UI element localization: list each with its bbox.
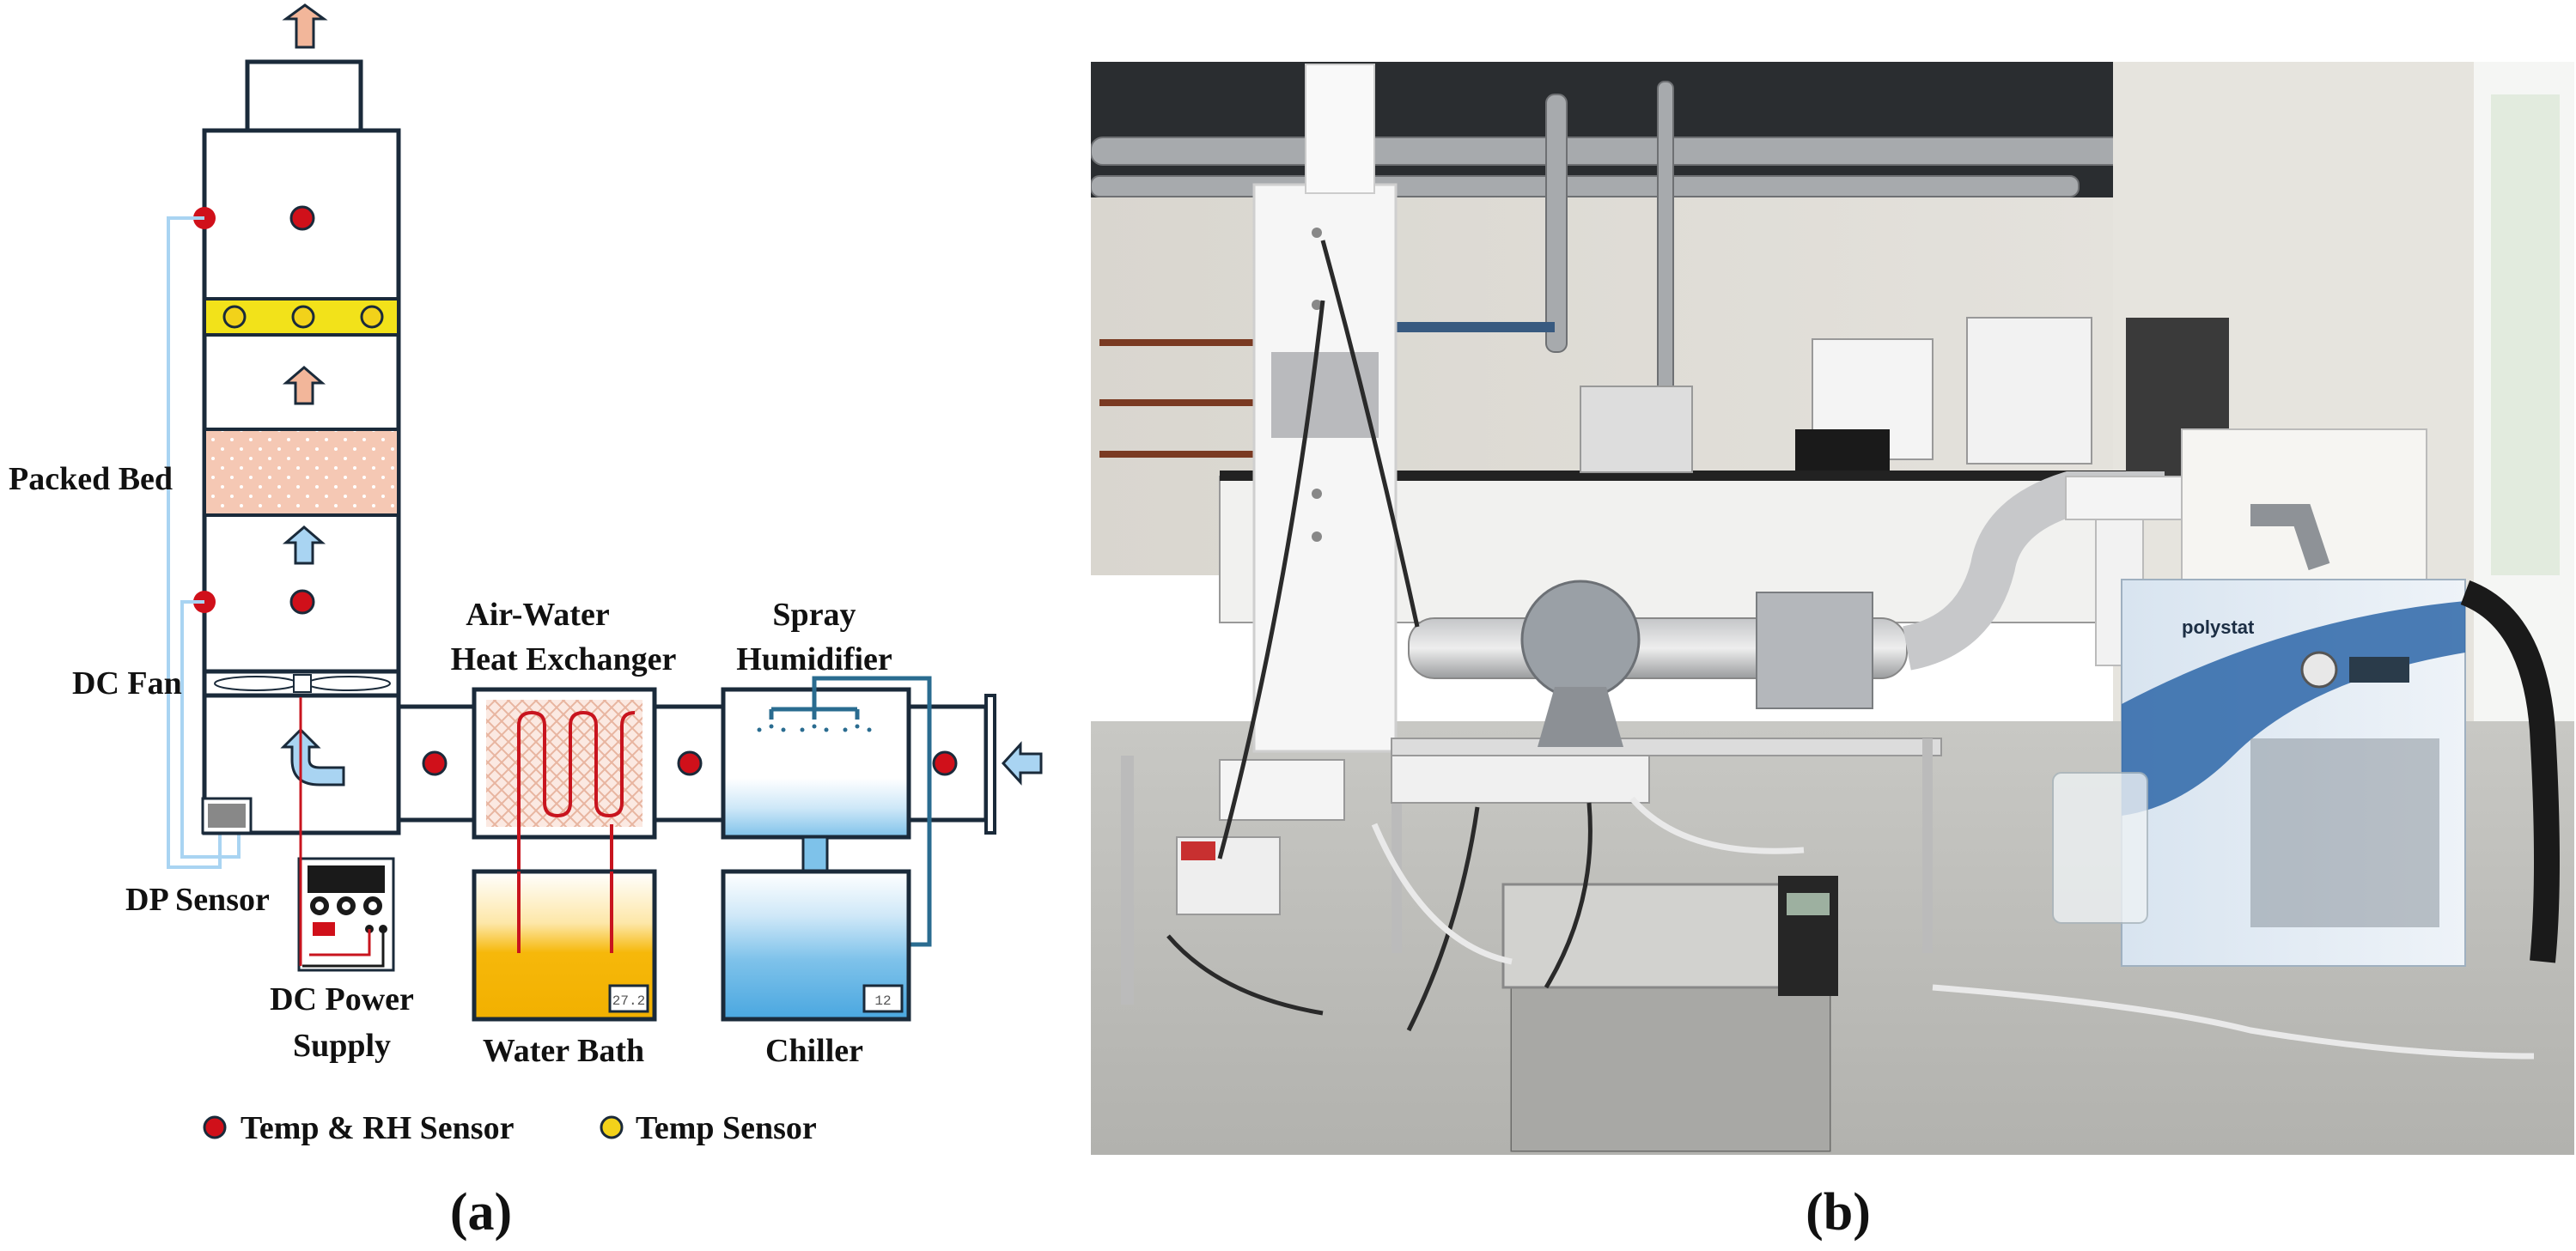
- label-packed-bed: Packed Bed: [9, 461, 173, 497]
- water-bath-display: 27.2: [612, 993, 645, 1009]
- caption-b: (b): [1806, 1183, 1871, 1242]
- chiller-display: 12: [874, 993, 891, 1009]
- tower-cap: [245, 59, 363, 133]
- packed-bed: [203, 428, 400, 517]
- dp-sensor: [201, 797, 253, 835]
- label-spray-line2: Humidifier: [736, 641, 892, 677]
- spray-nozzle-icon: [757, 724, 872, 732]
- label-dp-sensor: DP Sensor: [125, 882, 270, 918]
- power-wires: [299, 697, 385, 968]
- dp-sensor-tubing: [167, 216, 241, 869]
- dc-fan: [202, 669, 401, 698]
- panel-a: 27.2 12: [9, 3, 1043, 1242]
- flow-turn-arrow-icon: [280, 727, 345, 786]
- dc-power-supply: [297, 857, 395, 972]
- label-dc-power-line1: DC Power: [270, 981, 414, 1017]
- spray-drain-pipe: [801, 835, 829, 873]
- legend-temp-label: Temp Sensor: [636, 1110, 817, 1146]
- legend-temp-marker: [600, 1115, 624, 1139]
- label-dc-power-line2: Supply: [293, 1028, 391, 1064]
- label-hx-line2: Heat Exchanger: [451, 641, 677, 677]
- legend-temp-rh-marker: [203, 1115, 227, 1139]
- temp-sensors-row: [222, 305, 384, 329]
- panel-b-photo: polystat: [1091, 62, 2574, 1242]
- spray-humidifier: [721, 676, 932, 947]
- label-hx-line1: Air-Water: [466, 597, 610, 633]
- legend-temp-rh-label: Temp & RH Sensor: [241, 1110, 515, 1146]
- flow-arrow-up-blue-icon: [282, 525, 326, 565]
- inlet-arrow-icon: [1001, 741, 1043, 786]
- label-dc-fan: DC Fan: [72, 665, 182, 701]
- inlet-flange: [984, 694, 996, 835]
- exhaust-arrow-icon: [282, 3, 328, 49]
- label-water-bath: Water Bath: [483, 1033, 644, 1069]
- label-spray-line1: Spray: [772, 597, 856, 633]
- caption-a: (a): [450, 1183, 512, 1242]
- air-water-heat-exchanger: [472, 687, 657, 953]
- flow-arrow-up-icon: [282, 366, 326, 405]
- photo-chiller-brand: polystat: [2182, 616, 2255, 638]
- water-bath: 27.2: [472, 869, 657, 1022]
- chiller-tank: 12: [721, 869, 911, 1022]
- label-chiller: Chiller: [765, 1033, 863, 1069]
- legend: Temp & RH Sensor Temp Sensor: [203, 1110, 817, 1146]
- temp-rh-sensors-duct: [422, 750, 958, 776]
